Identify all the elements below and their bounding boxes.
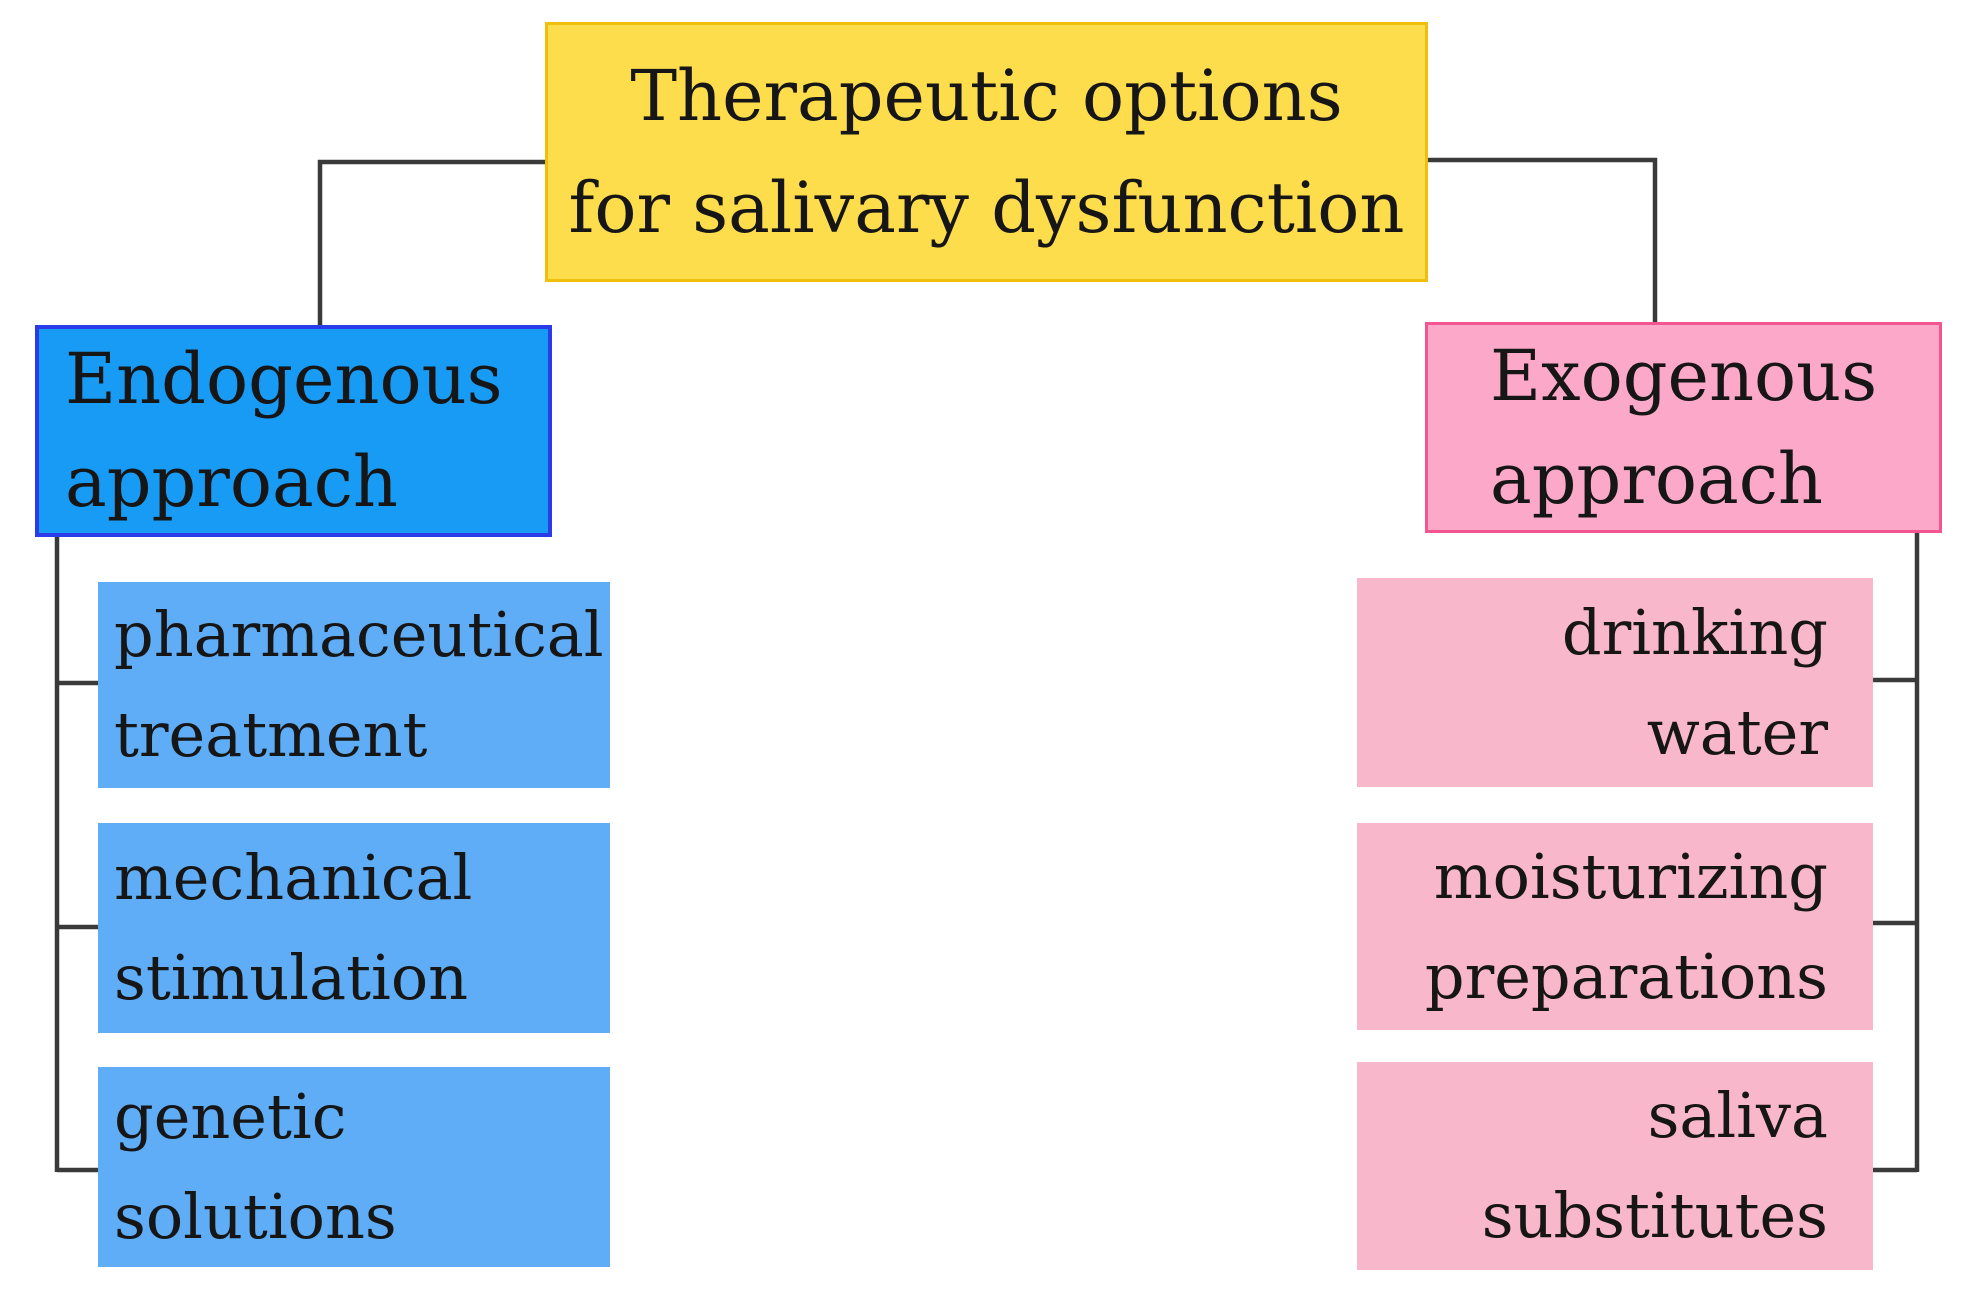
child-label-line: preparations bbox=[1424, 939, 1828, 1013]
endogenous-label-line-1: Endogenous bbox=[65, 338, 503, 420]
child-label-line: water bbox=[1646, 695, 1828, 769]
endogenous-approach-box: Endogenous approach bbox=[35, 325, 552, 537]
child-box-genetic-solutions: genetic solutions bbox=[98, 1067, 610, 1267]
child-label-line: saliva bbox=[1647, 1079, 1828, 1152]
exogenous-label-line-2: approach bbox=[1490, 437, 1823, 520]
child-label-line: mechanical bbox=[114, 841, 473, 914]
root-box-therapeutic-options: Therapeutic options for salivary dysfunc… bbox=[545, 22, 1428, 282]
child-label-line: drinking bbox=[1561, 595, 1828, 669]
child-box-pharmaceutical-treatment: pharmaceutical treatment bbox=[98, 582, 610, 788]
connector-root-to-endogenous bbox=[317, 159, 545, 325]
child-label-line: treatment bbox=[114, 698, 428, 771]
exogenous-label-line-1: Exogenous bbox=[1490, 334, 1878, 417]
child-label-line: solutions bbox=[114, 1180, 397, 1253]
exogenous-approach-box: Exogenous approach bbox=[1425, 322, 1942, 533]
root-label-line-2: for salivary dysfunction bbox=[568, 167, 1405, 249]
child-label-line: genetic bbox=[114, 1080, 347, 1153]
child-box-saliva-substitutes: saliva substitutes bbox=[1357, 1062, 1873, 1270]
child-label-line: pharmaceutical bbox=[114, 598, 604, 671]
child-label-line: moisturizing bbox=[1433, 839, 1828, 913]
child-label-line: stimulation bbox=[114, 941, 469, 1014]
connector-root-to-exogenous bbox=[1428, 157, 1658, 322]
root-label-line-1: Therapeutic options bbox=[630, 55, 1343, 137]
child-label-line: substitutes bbox=[1481, 1179, 1828, 1252]
child-box-mechanical-stimulation: mechanical stimulation bbox=[98, 823, 610, 1033]
child-box-drinking-water: drinking water bbox=[1357, 578, 1873, 787]
child-box-moisturizing-preparations: moisturizing preparations bbox=[1357, 823, 1873, 1030]
endogenous-label-line-2: approach bbox=[65, 441, 398, 523]
